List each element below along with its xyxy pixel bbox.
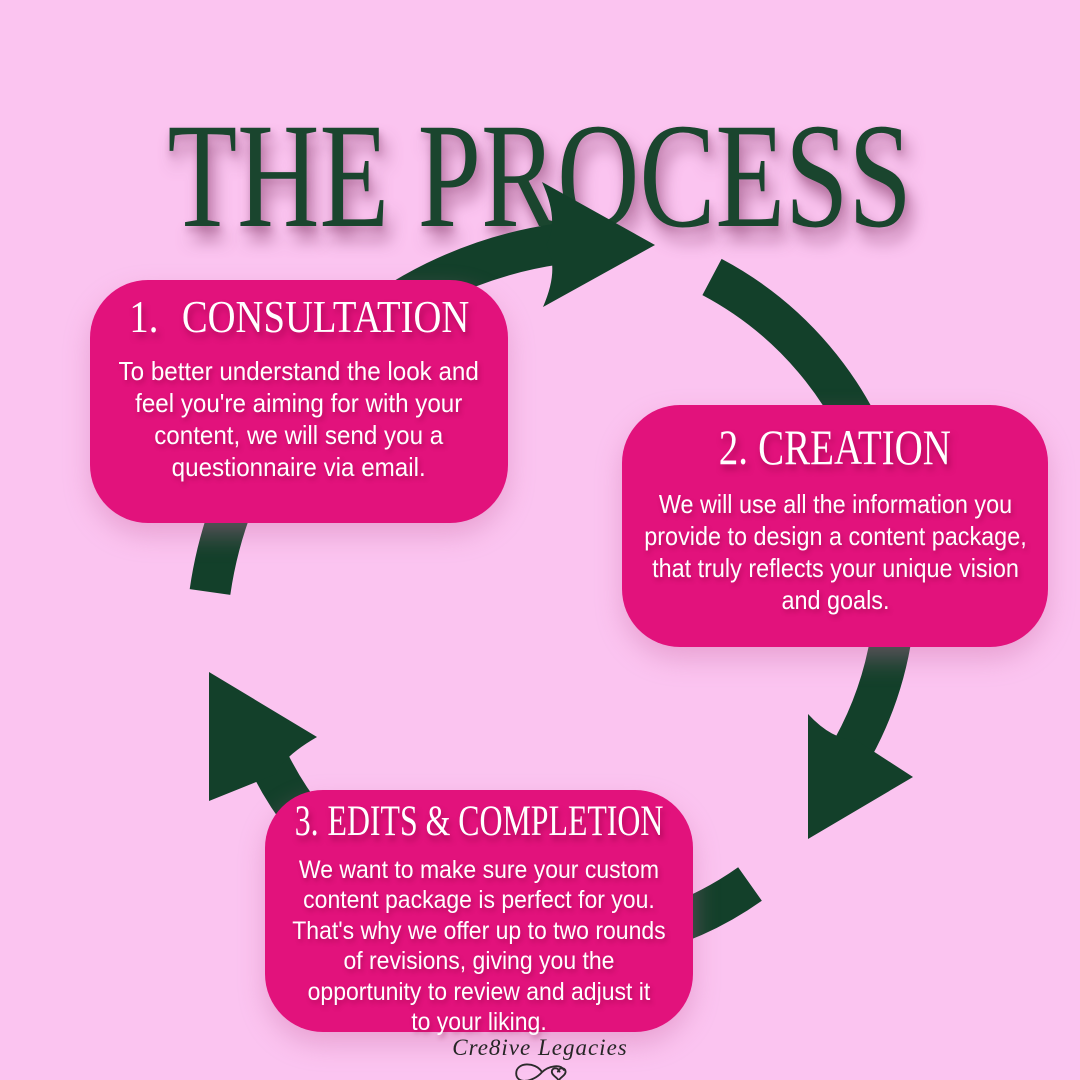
step-1-heading-text: 1. CONSULTATION (129, 290, 469, 343)
infinity-heart-icon (515, 1063, 567, 1080)
arrow-right-head-icon (808, 714, 913, 839)
step-box-edits-completion: 3.EDITS & COMPLETION We want to make sur… (265, 790, 693, 1036)
step-2-body: We will use all the information you prov… (622, 488, 1048, 616)
step-2-label: CREATION (758, 419, 952, 475)
step-3-number: 3. (294, 798, 319, 845)
step-3-heading: 3.EDITS & COMPLETION (265, 797, 693, 847)
brand-signature: Cre8ive Legacies (0, 1036, 1080, 1080)
step-2-body-text: We will use all the information you prov… (643, 489, 1027, 615)
step-1-body: To better understand the look and feel y… (90, 355, 508, 483)
brand-signature-text: Cre8ive Legacies (452, 1035, 628, 1060)
page-title-text: THE PROCESS (167, 92, 913, 259)
step-1-label: CONSULTATION (181, 291, 469, 342)
step-2-number: 2. (718, 419, 749, 475)
step-1-body-text: To better understand the look and feel y… (118, 356, 480, 483)
step-box-consultation: 1. CONSULTATION To better understand the … (90, 280, 508, 523)
step-1-heading: 1. CONSULTATION (90, 290, 508, 343)
page-title: THE PROCESS (0, 101, 1080, 251)
step-3-body-text: We want to make sure your custom content… (292, 855, 666, 1037)
step-2-heading: 2.CREATION (622, 418, 1048, 476)
step-3-heading-text: 3.EDITS & COMPLETION (295, 797, 664, 847)
arrow-top-head-icon (542, 182, 655, 307)
step-2-heading-text: 2.CREATION (719, 418, 951, 476)
step-3-body: We want to make sure your custom content… (265, 855, 693, 1038)
step-box-creation: 2.CREATION We will use all the informati… (622, 405, 1048, 647)
step-3-label: EDITS & COMPLETION (327, 798, 664, 845)
arrow-left-head-icon (209, 672, 317, 801)
step-1-number: 1. (129, 291, 158, 342)
